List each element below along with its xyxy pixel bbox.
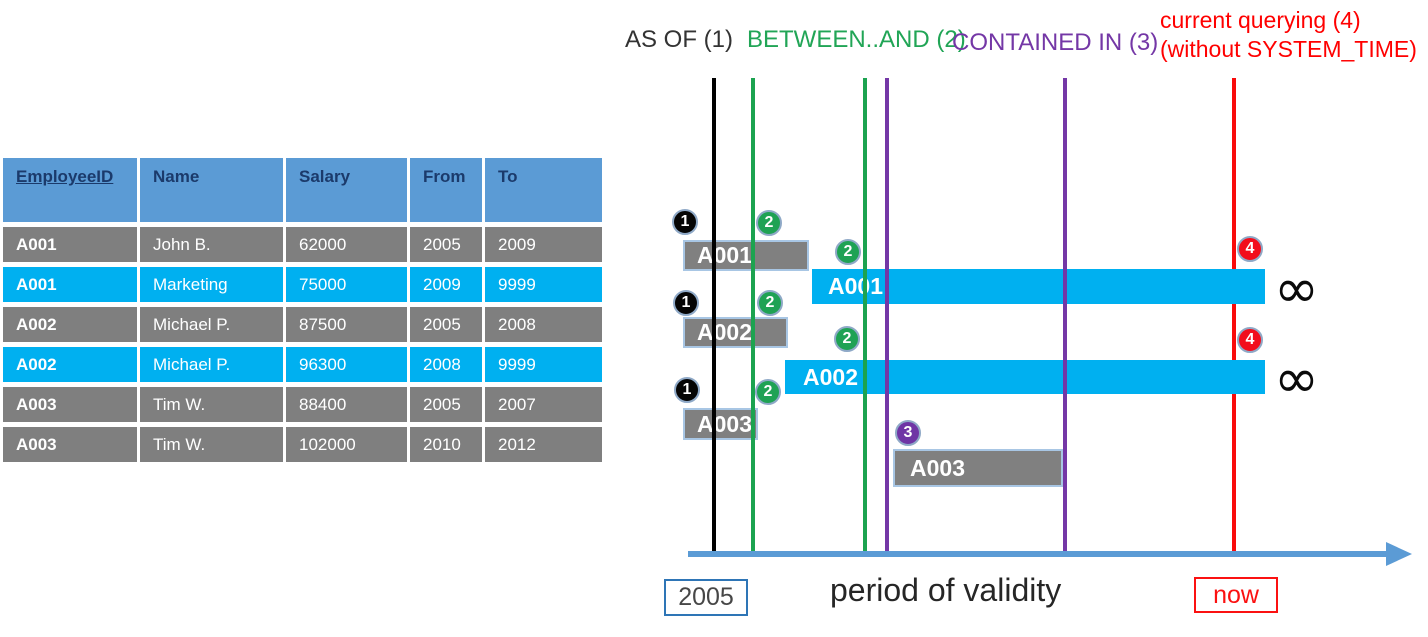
badge-2-a003: 2	[755, 379, 781, 405]
column-header-name: Name	[140, 158, 283, 222]
bar-a002-history: A002	[683, 317, 788, 348]
table-cell: 88400	[286, 387, 407, 422]
table-cell: 87500	[286, 307, 407, 342]
table-cell: 9999	[485, 267, 602, 302]
between-start-line	[751, 78, 755, 557]
table-cell: 9999	[485, 347, 602, 382]
contained-start-line	[885, 78, 889, 557]
badge-1-a002: 1	[673, 290, 699, 316]
table-cell: Michael P.	[140, 347, 283, 382]
table-cell: 2009	[485, 227, 602, 262]
table-cell: 2008	[410, 347, 482, 382]
badge-1-a003: 1	[674, 377, 700, 403]
table-cell: 2007	[485, 387, 602, 422]
legend-current-querying-line1: current querying (4)	[1160, 7, 1361, 33]
table-cell: 102000	[286, 427, 407, 462]
badge-1-a001: 1	[672, 209, 698, 235]
badge-2-a002-start: 2	[757, 290, 783, 316]
table-cell: Tim W.	[140, 387, 283, 422]
table-cell: A001	[3, 227, 137, 262]
year-2005-box: 2005	[664, 579, 748, 616]
table-cell: A002	[3, 307, 137, 342]
table-cell: Tim W.	[140, 427, 283, 462]
table-cell: 2012	[485, 427, 602, 462]
bar-a003-history-2: A003	[893, 449, 1063, 487]
table-cell: 96300	[286, 347, 407, 382]
now-box: now	[1194, 577, 1278, 613]
contained-end-line	[1063, 78, 1067, 557]
table-cell: 62000	[286, 227, 407, 262]
bar-a002-current: A002	[785, 360, 1265, 394]
employee-history-table: EmployeeID Name Salary From To A001 John…	[3, 158, 602, 462]
bar-a001-current: A001	[812, 269, 1265, 304]
table-cell: 2005	[410, 307, 482, 342]
table-cell: 2008	[485, 307, 602, 342]
badge-4-a002: 4	[1237, 327, 1263, 353]
between-end-line	[863, 78, 867, 557]
legend-contained-in: CONTAINED IN (3)	[952, 29, 1159, 56]
now-line	[1232, 78, 1236, 557]
column-header-employeeid: EmployeeID	[3, 158, 137, 222]
bar-a001-history: A001	[683, 240, 809, 271]
table-cell: Michael P.	[140, 307, 283, 342]
table-cell: Marketing	[140, 267, 283, 302]
table-cell: A001	[3, 267, 137, 302]
badge-2-a001-end: 2	[835, 239, 861, 265]
time-axis-arrowhead-icon	[1386, 542, 1412, 566]
badge-4-a001: 4	[1237, 236, 1263, 262]
infinity-icon: ∞	[1274, 257, 1319, 320]
column-header-from: From	[410, 158, 482, 222]
badge-2-a001-start: 2	[756, 210, 782, 236]
time-axis	[688, 551, 1388, 557]
column-header-salary: Salary	[286, 158, 407, 222]
table-cell: A003	[3, 387, 137, 422]
badge-2-a002-end: 2	[834, 326, 860, 352]
table-cell: 2005	[410, 227, 482, 262]
table-cell: John B.	[140, 227, 283, 262]
infinity-icon: ∞	[1274, 347, 1319, 410]
table-cell: 2010	[410, 427, 482, 462]
column-header-to: To	[485, 158, 602, 222]
bar-a003-history-1: A003	[683, 408, 758, 440]
table-cell: 2009	[410, 267, 482, 302]
axis-title: period of validity	[830, 572, 1062, 608]
as-of-line	[712, 78, 716, 557]
table-cell: A003	[3, 427, 137, 462]
legend-current-querying: current querying (4) (without SYSTEM_TIM…	[1160, 6, 1417, 64]
legend-between-and: BETWEEN..AND (2)	[747, 26, 966, 53]
table-cell: A002	[3, 347, 137, 382]
badge-3-a003: 3	[895, 420, 921, 446]
table-cell: 75000	[286, 267, 407, 302]
table-cell: 2005	[410, 387, 482, 422]
legend-current-querying-line2: (without SYSTEM_TIME)	[1160, 36, 1417, 62]
legend-as-of: AS OF (1)	[625, 26, 734, 53]
